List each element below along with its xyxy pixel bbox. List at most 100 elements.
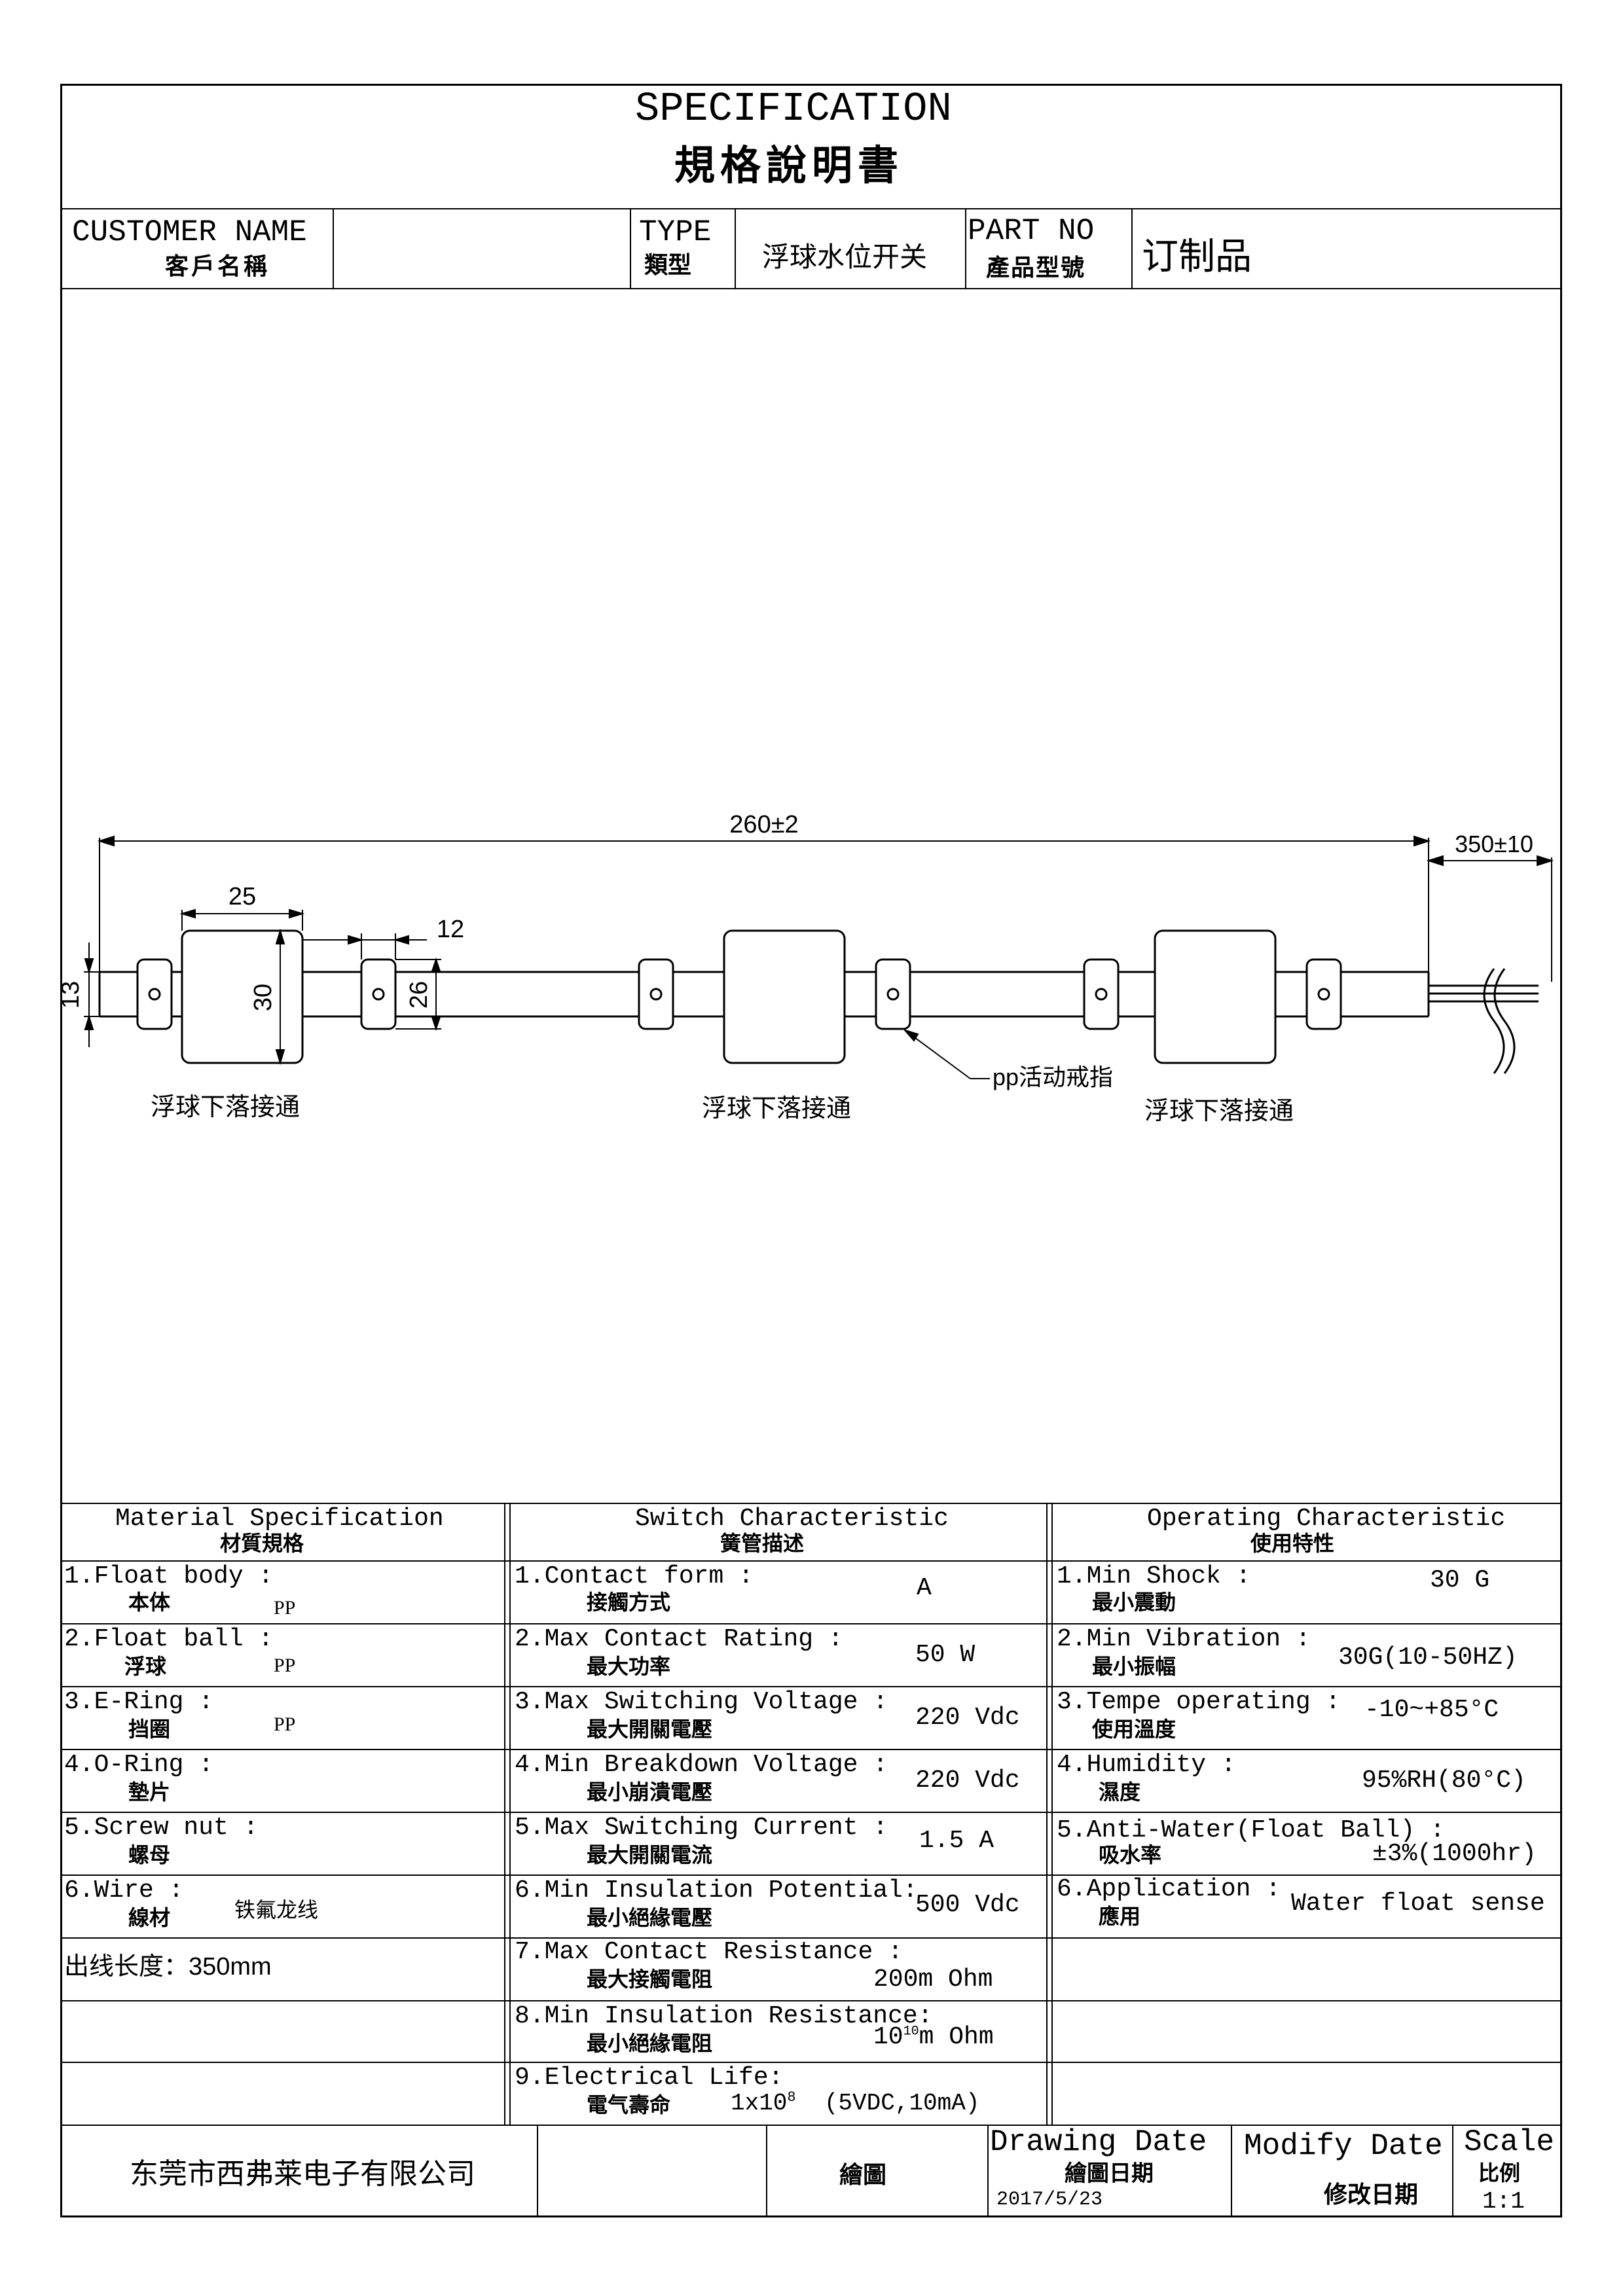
material-row-en: 5.Screw nut : bbox=[64, 1814, 259, 1842]
switch-row-en: 7.Max Contact Resistance : bbox=[515, 1938, 903, 1966]
operating-row-en: 4.Humidity : bbox=[1057, 1751, 1236, 1779]
rule bbox=[333, 208, 334, 288]
switch-row-cn: 電气壽命 bbox=[587, 2092, 671, 2117]
drawing-date-label-en: Drawing Date bbox=[990, 2125, 1207, 2159]
rule bbox=[735, 208, 736, 288]
operating-row-cn: 吸水率 bbox=[1099, 1842, 1162, 1867]
partno-label-cn: 產品型號 bbox=[986, 255, 1086, 281]
type-value: 浮球水位开关 bbox=[762, 242, 928, 272]
switch-row-value: 220 Vdc bbox=[915, 1704, 1020, 1732]
scale-value: 1:1 bbox=[1482, 2188, 1525, 2215]
ring-note-leader bbox=[902, 1029, 990, 1079]
material-row-cn: 線材 bbox=[128, 1905, 171, 1930]
rule bbox=[60, 2062, 1562, 2063]
customer-label-cn: 客戶名稱 bbox=[165, 253, 270, 280]
material-row-cn: 挡圈 bbox=[128, 1717, 171, 1742]
rule bbox=[766, 2125, 767, 2217]
title-cn: 規格說明書 bbox=[674, 141, 904, 189]
partno-label-en: PART NO bbox=[968, 214, 1095, 248]
float-label-1: 浮球下落接通 bbox=[151, 1094, 300, 1121]
dim-float-height-line bbox=[275, 928, 285, 1066]
operating-row-value: ±3%(1000hr) bbox=[1372, 1840, 1537, 1868]
material-row-value: PP bbox=[274, 1713, 296, 1735]
operating-row-en: 1.Min Shock : bbox=[1057, 1562, 1251, 1590]
dim-ring: 26 bbox=[405, 981, 433, 1009]
material-row-cn: 本体 bbox=[128, 1590, 171, 1615]
material-title-en: Material Specification bbox=[115, 1505, 444, 1533]
rule bbox=[987, 2125, 989, 2217]
float-body-1 bbox=[181, 929, 304, 1064]
scale-label-cn: 比例 bbox=[1478, 2161, 1521, 2185]
dim-spacing-line bbox=[302, 933, 427, 960]
rule bbox=[1051, 1503, 1053, 2125]
dim-rod: 13 bbox=[60, 981, 84, 1009]
switch-row-value: 200m Ohm bbox=[873, 1965, 993, 1994]
operating-row-cn: 濕度 bbox=[1099, 1780, 1141, 1804]
dim-ring-line bbox=[395, 957, 441, 1031]
operating-row-value: Water float sense bbox=[1291, 1890, 1545, 1918]
value-exponent: 10 bbox=[903, 2024, 919, 2039]
rule bbox=[60, 1812, 1562, 1813]
operating-row-cn: 應用 bbox=[1099, 1904, 1141, 1929]
rule bbox=[504, 1503, 505, 2125]
e-ring-group bbox=[136, 958, 1342, 1030]
operating-row-cn: 使用溫度 bbox=[1092, 1717, 1176, 1742]
value-base: 10 bbox=[873, 2023, 903, 2051]
rule bbox=[1452, 2125, 1453, 2217]
switch-row-en: 1.Contact form : bbox=[515, 1562, 754, 1590]
switch-row-en: 5.Max Switching Current : bbox=[515, 1814, 888, 1842]
material-title-cn: 材質規格 bbox=[220, 1531, 304, 1556]
switch-row-value: 500 Vdc bbox=[915, 1891, 1020, 1919]
material-row-value: PP bbox=[274, 1655, 296, 1676]
rule bbox=[60, 1749, 1562, 1750]
rule bbox=[1046, 1503, 1048, 2125]
material-row-en: 4.O-Ring : bbox=[64, 1751, 214, 1779]
value-base: 1x10 bbox=[731, 2090, 788, 2117]
operating-row-en: 3.Tempe operating : bbox=[1057, 1688, 1341, 1716]
dim-float-width-line bbox=[179, 908, 305, 931]
switch-row-value: 1.5 A bbox=[919, 1827, 994, 1855]
material-row-en: 1.Float body : bbox=[64, 1562, 274, 1590]
rule bbox=[60, 288, 1562, 289]
value-exponent: 8 bbox=[787, 2089, 796, 2106]
operating-row-cn: 最小振幅 bbox=[1092, 1654, 1176, 1679]
operating-row-cn: 最小震動 bbox=[1092, 1590, 1176, 1615]
rule bbox=[60, 1874, 1562, 1876]
rule bbox=[60, 208, 1562, 209]
dim-float-height: 30 bbox=[249, 984, 277, 1011]
operating-row-en: 5.Anti-Water(Float Ball) : bbox=[1057, 1816, 1445, 1844]
float-body-3 bbox=[1154, 929, 1277, 1064]
operating-row-value: -10~+85°C bbox=[1364, 1696, 1499, 1724]
insulation-resistance-value: 1010m Ohm bbox=[873, 2025, 994, 2050]
switch-row-value: A bbox=[917, 1574, 932, 1602]
dim-float-width: 25 bbox=[228, 883, 256, 910]
material-row-value: 铁氟龙线 bbox=[234, 1898, 319, 1922]
switch-row-value: 50 W bbox=[915, 1641, 976, 1669]
operating-row-value: 95%RH(80°C) bbox=[1362, 1767, 1526, 1795]
switch-row-en: 9.Electrical Life: bbox=[515, 2064, 784, 2092]
switch-row-en: 3.Max Switching Voltage : bbox=[515, 1688, 888, 1716]
switch-row-en: 4.Min Breakdown Voltage : bbox=[515, 1751, 888, 1779]
rule bbox=[965, 208, 966, 288]
rule bbox=[60, 1937, 1562, 1939]
float-switch-drawing: 260±2 350±10 25 12 13 30 bbox=[60, 811, 1554, 1125]
company-name: 东莞市西弗莱电子有限公司 bbox=[130, 2158, 475, 2190]
dim-rod-line bbox=[84, 942, 106, 1047]
switch-title-en: Switch Characteristic bbox=[635, 1505, 949, 1533]
customer-label-en: CUSTOMER NAME bbox=[72, 215, 307, 249]
switch-row-cn: 最大接觸電阻 bbox=[587, 1967, 713, 1992]
ring-note: pp活动戒指 bbox=[993, 1064, 1113, 1090]
modify-date-label-cn: 修改日期 bbox=[1324, 2181, 1419, 2208]
title-en: SPECIFICATION bbox=[635, 86, 952, 132]
type-label-cn: 類型 bbox=[644, 252, 692, 279]
rule bbox=[537, 2125, 538, 2217]
switch-row-cn: 接觸方式 bbox=[587, 1590, 671, 1615]
material-row-value: PP bbox=[274, 1597, 296, 1619]
material-row-cn: 螺母 bbox=[128, 1842, 171, 1867]
switch-row-cn: 最小絕緣電阻 bbox=[587, 2031, 713, 2056]
drawing-date-value: 2017/5/23 bbox=[996, 2189, 1103, 2211]
rule bbox=[60, 2125, 1562, 2126]
rule bbox=[60, 1623, 1562, 1624]
switch-title-cn: 簧管描述 bbox=[720, 1531, 805, 1556]
dim-lead-line bbox=[1426, 855, 1554, 982]
